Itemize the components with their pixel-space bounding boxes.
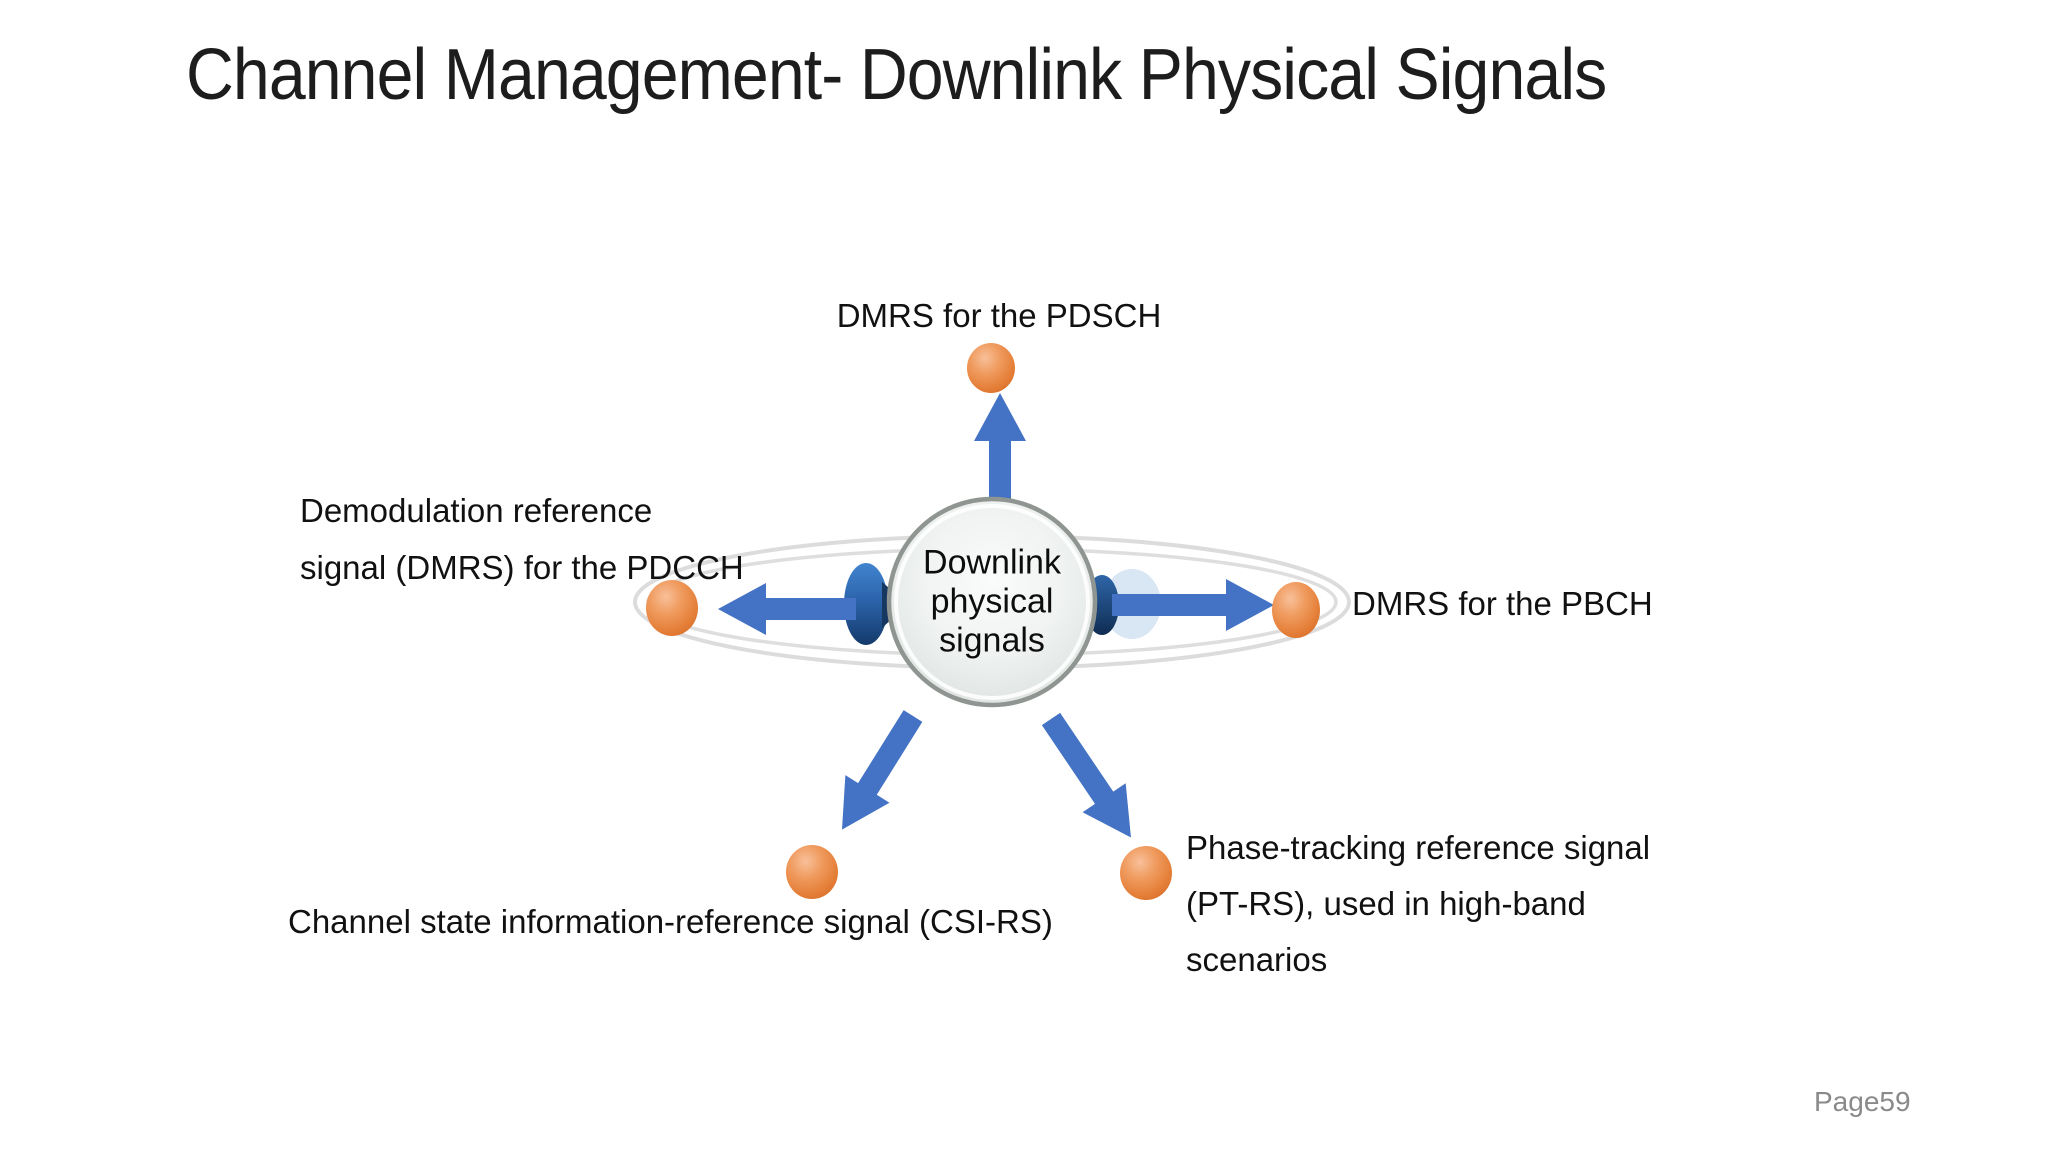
connector-arrows <box>718 393 1274 838</box>
center-sphere <box>886 496 1098 708</box>
arrow-right <box>1112 579 1274 631</box>
center-sphere-label: Downlink physical signals <box>923 544 1061 661</box>
arrow-up <box>974 393 1026 505</box>
node-balls <box>646 343 1320 900</box>
node-label-pt-rs: Phase-tracking reference signal (PT-RS),… <box>1186 820 1650 988</box>
ball-pdsch <box>967 343 1015 393</box>
ball-csi-rs <box>786 845 838 899</box>
arrow-down-left <box>841 710 923 830</box>
center-label-line: signals <box>939 621 1045 660</box>
center-label-line: physical <box>930 582 1054 621</box>
node-label-pt-rs-line: Phase-tracking reference signal <box>1186 829 1651 866</box>
ball-pbch <box>1272 582 1320 638</box>
node-label-pdsch: DMRS for the PDSCH <box>836 297 1162 334</box>
ball-pt-rs <box>1120 846 1172 900</box>
node-label-csi-rs: Channel state information-reference sign… <box>288 903 1053 940</box>
node-label-pt-rs-line: scenarios <box>1186 941 1328 978</box>
node-label-pdcch-line: signal (DMRS) for the PDCCH <box>300 549 744 586</box>
arrow-left <box>718 583 856 635</box>
center-label-line: Downlink <box>923 543 1061 582</box>
node-label-pbch: DMRS for the PBCH <box>1352 585 1653 622</box>
arrow-down-right <box>1041 712 1131 838</box>
node-label-pt-rs-line: (PT-RS), used in high-band <box>1186 885 1586 922</box>
node-label-pdcch: Demodulation reference signal (DMRS) for… <box>300 482 744 596</box>
slide-title: Channel Management- Downlink Physical Si… <box>186 35 1607 115</box>
page-number: Page59 <box>1814 1086 1911 1117</box>
ball-pdcch <box>646 580 698 636</box>
node-label-pdcch-line: Demodulation reference <box>300 492 653 529</box>
